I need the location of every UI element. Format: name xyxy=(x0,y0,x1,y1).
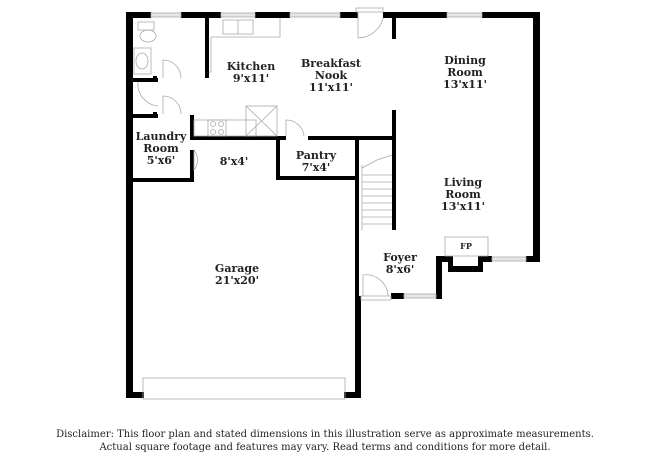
disclaimer-line-2: Actual square footage and features may v… xyxy=(99,442,551,453)
door-swing xyxy=(285,119,305,137)
exterior-walls xyxy=(126,12,540,398)
staircase xyxy=(361,154,393,230)
room-dimensions: 5'x6' xyxy=(146,154,176,167)
room-name: Foyer xyxy=(383,251,417,264)
room-dimensions: 21'x20' xyxy=(215,274,259,287)
room-name: Living xyxy=(443,176,483,189)
room-laundry-room: Laundry Room 5'x6' xyxy=(136,131,187,167)
sink-icon xyxy=(133,47,152,75)
door-swing xyxy=(162,59,182,79)
refrigerator-icon xyxy=(245,105,278,137)
room-name: Room xyxy=(143,142,179,155)
stove-icon xyxy=(207,119,227,137)
room-dimensions: 13'x11' xyxy=(443,78,487,91)
room-name: Dining xyxy=(444,54,486,67)
room-living-room: Living Room 13'x11' xyxy=(441,177,485,213)
room-name: Room xyxy=(447,66,483,79)
room-name: Breakfast xyxy=(301,57,361,70)
room-name: Laundry xyxy=(135,130,187,143)
room-name: Kitchen xyxy=(226,60,276,73)
toilet-icon xyxy=(137,21,155,31)
room-hallway: 8'x4' xyxy=(220,156,249,168)
room-foyer: Foyer 8'x6' xyxy=(383,252,417,276)
fireplace-label: FP xyxy=(460,241,472,251)
fixtures xyxy=(133,7,489,400)
room-dimensions: 7'x4' xyxy=(301,161,331,174)
room-name: Nook xyxy=(314,69,348,82)
room-breakfast-nook: Breakfast Nook 11'x11' xyxy=(301,58,361,94)
door-swing xyxy=(137,81,159,107)
disclaimer: Disclaimer: This floor plan and stated d… xyxy=(0,428,650,454)
garage-door xyxy=(142,377,346,400)
interior-walls xyxy=(133,12,396,296)
door-swing xyxy=(362,274,389,297)
disclaimer-line-1: Disclaimer: This floor plan and stated d… xyxy=(56,429,594,440)
windows xyxy=(150,12,527,299)
door-swing xyxy=(193,148,198,172)
room-kitchen: Kitchen 9'x11' xyxy=(227,61,276,85)
room-dining-room: Dining Room 13'x11' xyxy=(443,55,487,91)
room-name: Garage xyxy=(214,262,260,275)
door-swing xyxy=(162,95,182,115)
room-dimensions: 8'x4' xyxy=(219,155,249,168)
fireplace-icon xyxy=(444,236,489,257)
room-garage: Garage 21'x20' xyxy=(215,263,259,287)
door-swing xyxy=(357,12,384,39)
room-dimensions: 8'x6' xyxy=(385,263,415,276)
room-dimensions: 11'x11' xyxy=(309,81,353,94)
room-name: Room xyxy=(445,188,481,201)
room-dimensions: 13'x11' xyxy=(441,200,485,213)
room-dimensions: 9'x11' xyxy=(232,72,270,85)
room-name: Pantry xyxy=(295,149,337,162)
room-pantry: Pantry 7'x4' xyxy=(296,150,336,174)
